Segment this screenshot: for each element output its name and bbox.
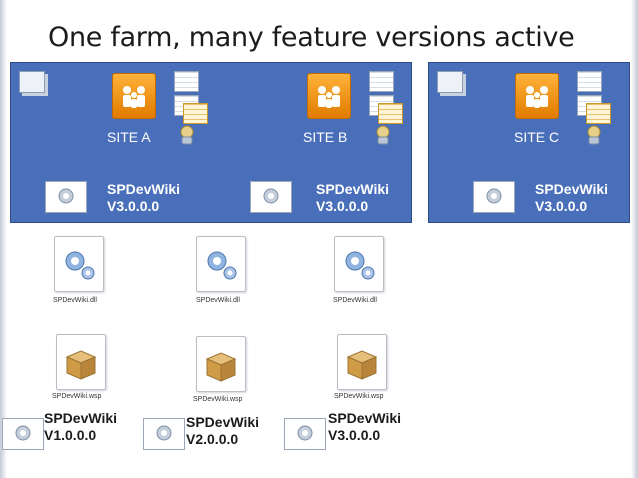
feature-icon: [177, 123, 197, 147]
solution-name: SPDevWiki: [316, 181, 390, 197]
package-file-icon: [196, 336, 246, 392]
farm-panel-site-c: SITE C SPDevWiki V3.0.0.0: [428, 62, 630, 223]
solution-icon: [143, 418, 185, 450]
solution-text: SPDevWiki V2.0.0.0: [186, 414, 259, 448]
list-icon: [183, 103, 208, 124]
solution-text: SPDevWiki V3.0.0.0: [328, 410, 401, 444]
solution-text: SPDevWiki V3.0.0.0: [107, 181, 180, 215]
package-file-icon: [56, 334, 106, 390]
site-label: SITE C: [514, 129, 560, 145]
solution-version: V3.0.0.0: [535, 198, 588, 214]
solution-icon: [473, 181, 515, 213]
list-icon: [577, 71, 602, 92]
solution-name: SPDevWiki: [535, 181, 609, 197]
list-icon: [378, 103, 403, 124]
feature-icon: [373, 123, 393, 147]
list-icon: [586, 103, 611, 124]
site-label: SITE A: [107, 129, 151, 145]
assembly-file-label: SPDevWiki.dll: [333, 297, 377, 304]
assembly-file-label: SPDevWiki.dll: [53, 297, 97, 304]
solution-version: V3.0.0.0: [107, 198, 160, 214]
site-icon: [112, 73, 156, 119]
package-file-label: SPDevWiki.wsp: [193, 396, 243, 403]
site-icon: [515, 73, 559, 119]
solution-version: V1.0.0.0: [44, 427, 97, 443]
solution-name: SPDevWiki: [328, 410, 402, 426]
solution-name: SPDevWiki: [107, 181, 181, 197]
solution-icon: [45, 181, 87, 213]
assembly-file-icon: [54, 236, 104, 292]
solution-text: SPDevWiki V3.0.0.0: [535, 181, 608, 215]
list-icon: [174, 71, 199, 92]
assembly-file-icon: [334, 236, 384, 292]
site-label: SITE B: [303, 129, 348, 145]
solution-text: SPDevWiki V3.0.0.0: [316, 181, 389, 215]
solution-icon: [250, 181, 292, 213]
solution-icon: [284, 418, 326, 450]
site-icon: [307, 73, 351, 119]
feature-icon: [584, 123, 604, 147]
solution-icon: [2, 418, 44, 450]
solution-version: V3.0.0.0: [328, 427, 381, 443]
solution-name: SPDevWiki: [44, 410, 118, 426]
solution-version: V3.0.0.0: [316, 198, 369, 214]
package-file-icon: [337, 334, 387, 390]
package-file-label: SPDevWiki.wsp: [52, 393, 102, 400]
farm-panel-sites-a-b: SITE A SITE B SPDevWiki V3.0.0.0 SPDevWi…: [10, 62, 412, 223]
solution-text: SPDevWiki V1.0.0.0: [44, 410, 117, 444]
solution-version: V2.0.0.0: [186, 431, 239, 447]
assembly-file-label: SPDevWiki.dll: [196, 297, 240, 304]
slide-title: One farm, many feature versions active: [48, 22, 575, 53]
farm-icon: [19, 71, 45, 93]
slide-edge-right: [631, 0, 638, 478]
assembly-file-icon: [196, 236, 246, 292]
slide-edge-left: [0, 0, 7, 478]
package-file-label: SPDevWiki.wsp: [334, 393, 384, 400]
solution-name: SPDevWiki: [186, 414, 260, 430]
farm-icon: [437, 71, 463, 93]
list-icon: [369, 71, 394, 92]
